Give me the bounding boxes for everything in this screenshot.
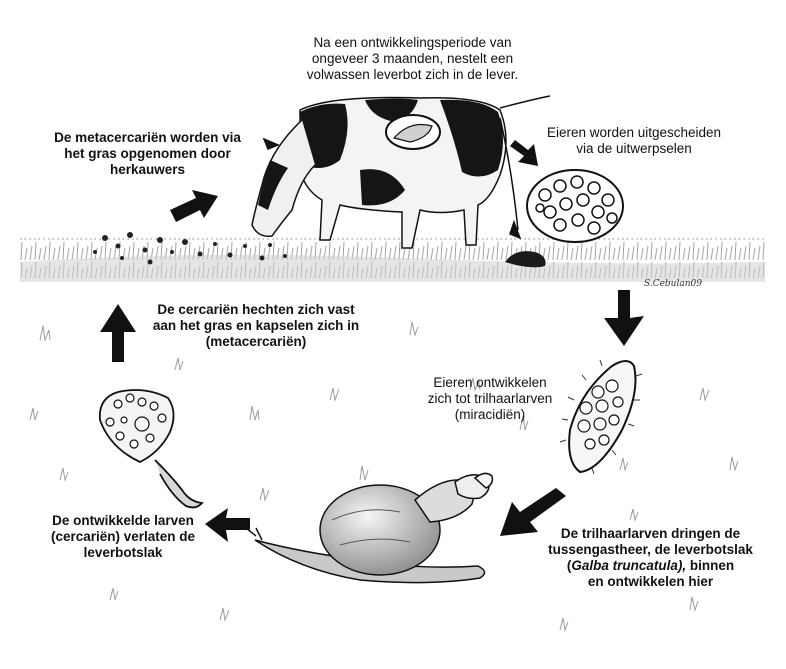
- label-line: volwassen leverbot zich in de lever.: [306, 67, 519, 82]
- label-fragment: (: [566, 558, 572, 573]
- dung-icon: [505, 251, 546, 268]
- adult-fluke-icon: [385, 114, 441, 150]
- label-adult-fluke-in-liver: Na een ontwikkelingsperiode van ongeveer…: [270, 35, 555, 83]
- arrow-snail-to-cercaria: [205, 508, 250, 542]
- label-line: leverbotslak: [83, 545, 163, 560]
- label-line: zich tot trilhaarlarven: [427, 391, 553, 406]
- snail-icon: [245, 472, 494, 584]
- label-line: (cercariën) verlaten de: [50, 529, 196, 544]
- label-line: De trilhaarlarven dringen de: [560, 526, 741, 541]
- label-line: (miracidiën): [454, 407, 526, 422]
- egg-cluster-icon: [526, 169, 624, 243]
- label-eggs-excreted: Eieren worden uitgescheiden via de uitwe…: [524, 125, 744, 157]
- arrow-to-cow: [170, 190, 218, 222]
- arrow-to-snail: [500, 488, 566, 536]
- label-fragment: tussengastheer, de leverbotslak: [548, 542, 753, 557]
- label-line: via de uitwerpselen: [576, 141, 692, 156]
- label-line: Na een ontwikkelingsperiode van: [313, 35, 512, 50]
- label-line: en ontwikkelen hier: [587, 574, 714, 589]
- label-line: (metacercariën): [205, 334, 307, 349]
- label-line: ongeveer 3 maanden, nestelt een: [311, 51, 514, 66]
- label-fragment: binnen: [686, 558, 735, 573]
- label-larvae-leave-snail: De ontwikkelde larven (cercariën) verlat…: [28, 513, 218, 561]
- label-line: Eieren ontwikkelen: [433, 375, 547, 390]
- label-line: De metacercariën worden via: [54, 130, 241, 145]
- label-line: aan het gras en kapselen zich in: [152, 318, 360, 333]
- field-grass: [29, 321, 739, 632]
- grass-horizon: [20, 238, 765, 282]
- label-line: De cercariën hechten zich vast: [157, 302, 355, 317]
- cow-icon: [251, 95, 551, 249]
- label-line: herkauwers: [109, 162, 186, 177]
- label-line: (Galba truncatula), binnen: [528, 558, 773, 574]
- arrow-cow-to-eggs: [510, 140, 538, 166]
- arrow-eggs-down: [604, 290, 644, 346]
- label-metacercariae-eaten: De metacercariën worden via het gras opg…: [35, 130, 260, 178]
- label-line: tussengastheer, de leverbotslak: [528, 542, 773, 558]
- label-line: De ontwikkelde larven: [52, 513, 194, 528]
- label-line: Eieren worden uitgescheiden: [546, 125, 722, 140]
- cercaria-icon: [98, 389, 204, 509]
- label-cercariae-encyst: De cercariën hechten zich vast aan het g…: [125, 302, 387, 350]
- label-eggs-develop: Eieren ontwikkelen zich tot trilhaarlarv…: [405, 375, 575, 423]
- metacercariae-dots: [93, 232, 287, 265]
- label-miracidia-enter-snail: De trilhaarlarven dringen de tussengasth…: [528, 526, 773, 590]
- artist-signature: S.Cebulan09: [644, 279, 702, 289]
- label-line: het gras opgenomen door: [64, 146, 231, 161]
- arrow-up-left: [100, 304, 136, 362]
- miracidium-egg-icon: [559, 359, 643, 475]
- species-name: Galba truncatula),: [571, 558, 687, 573]
